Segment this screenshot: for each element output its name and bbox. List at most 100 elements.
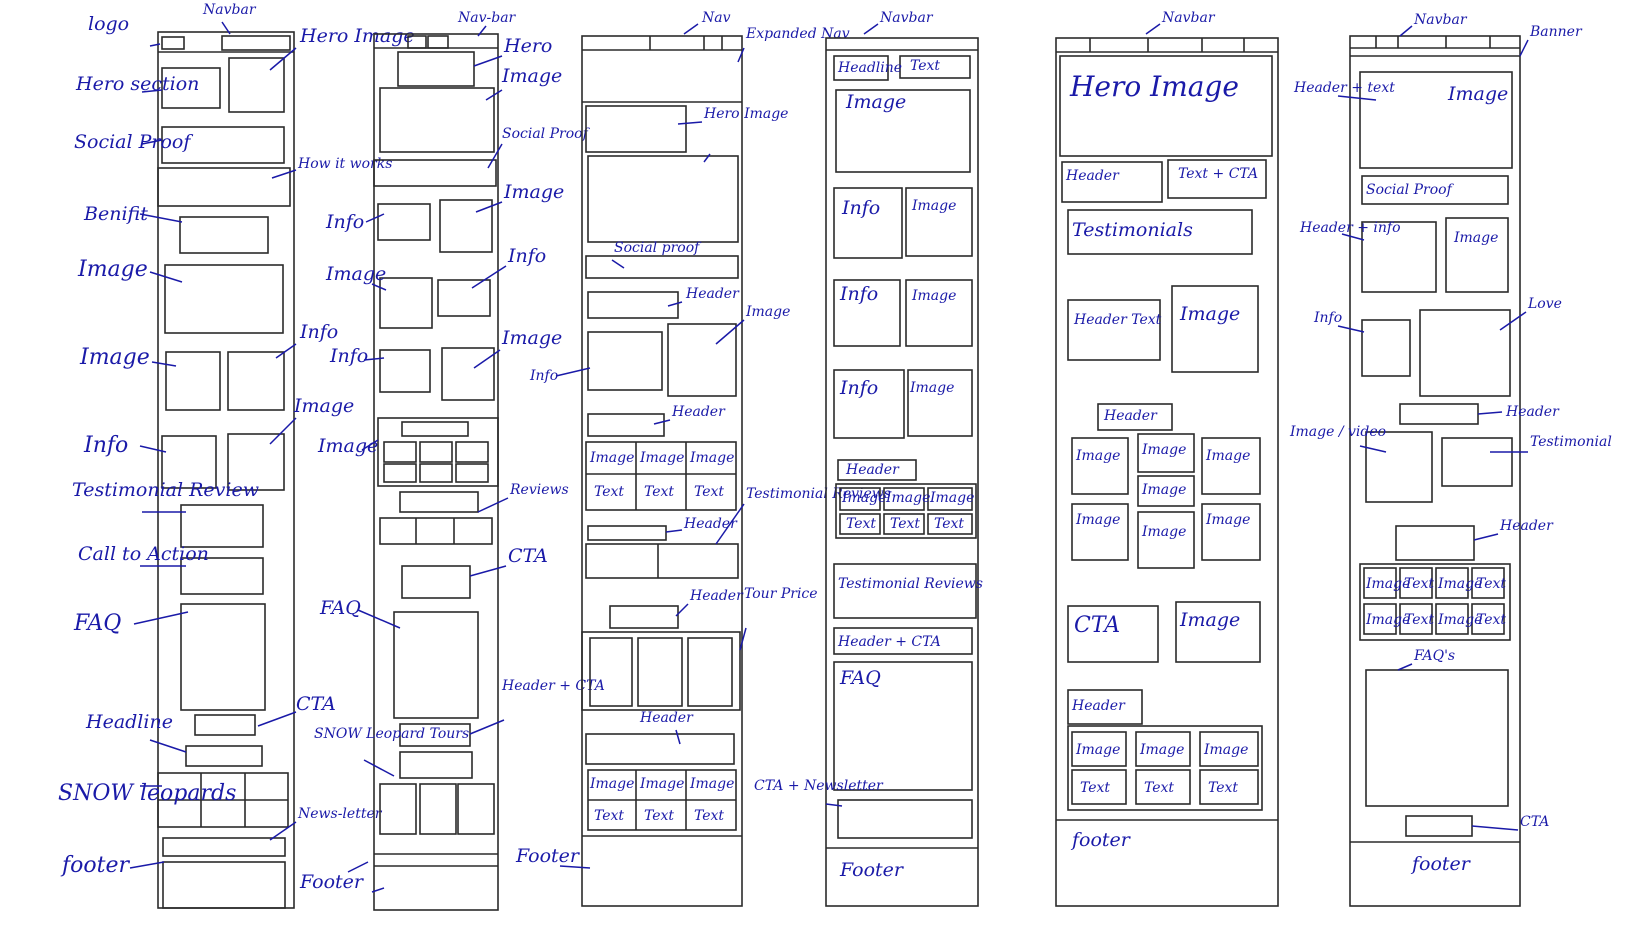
- w2-label-social-proof: Social Proof: [502, 126, 591, 142]
- w6-grid: [1359, 563, 1511, 641]
- wireframe-3: Nav Expanded Nav Hero Image Social proof…: [515, 10, 891, 907]
- w4-image-3: [907, 369, 973, 437]
- w5-gridb-image-2: Image: [1139, 742, 1184, 758]
- w5-grid-image-2: Image: [1141, 442, 1186, 458]
- w5-label-header-3: Header: [1071, 698, 1126, 714]
- w3-grid-image-3: Image: [689, 450, 734, 466]
- w1-image-2: [165, 351, 221, 411]
- w6-label-header-text: Header + text: [1293, 80, 1395, 96]
- w3-grid2-text-1: Text: [594, 808, 624, 824]
- w6-label-image-a: Image: [1453, 230, 1498, 246]
- w3-tour-2: [637, 637, 683, 707]
- w5-label-image: Image: [1179, 303, 1240, 325]
- w6-grid-text-1: Text: [1404, 576, 1434, 592]
- w4-label-headline: Headline: [837, 60, 902, 76]
- w3-grid-text-3: Text: [694, 484, 724, 500]
- w1-label-hero-section: Hero section: [75, 73, 199, 95]
- w4-frame: [825, 37, 979, 907]
- w1-label-how-it-works: How it works: [297, 156, 392, 172]
- w3-label-expanded-nav: Expanded Nav: [745, 26, 850, 42]
- w1-label-newsletter: News-letter: [297, 806, 383, 822]
- w3-label-testimonial: Testimonial Reviews: [746, 486, 891, 502]
- w2-label-hero: Hero: [503, 35, 552, 57]
- w5-grid-image-7: Image: [1205, 512, 1250, 528]
- w2-reviews-header: [399, 491, 479, 513]
- w6-grid-text-3: Text: [1404, 612, 1434, 628]
- w5-testimonials: [1067, 209, 1253, 255]
- w5-frame: [1055, 37, 1279, 907]
- w4-info-3: [833, 369, 905, 439]
- w4-label-image-hero: Image: [845, 91, 906, 113]
- w6-label-header-1: Header: [1505, 404, 1560, 420]
- w4-image-1: [905, 187, 973, 257]
- w1-label-testimonial: Testimonial Review: [72, 479, 259, 501]
- w4-header: [837, 459, 917, 481]
- w4-testimonial: [833, 563, 977, 619]
- w6-label-banner: Banner: [1529, 24, 1583, 40]
- w4-label-header: Header: [845, 462, 900, 478]
- w1-newsletter: [162, 837, 286, 857]
- w5-header-2: [1097, 403, 1173, 431]
- w2-social-proof: [373, 159, 497, 187]
- w6-label-header-info: Header + info: [1299, 220, 1401, 236]
- w6-header-1: [1399, 403, 1479, 425]
- w2-label-image-top: Image: [501, 65, 562, 87]
- w3-image-1: [667, 323, 737, 397]
- w1-label-navbar: Navbar: [202, 2, 257, 18]
- w1-label-cta: CTA: [296, 693, 336, 715]
- w5-grid-b: [1067, 725, 1263, 811]
- w4-grid-image-3: Image: [929, 490, 974, 506]
- w3-grid2-text-3: Text: [694, 808, 724, 824]
- w1-label-footer: footer: [60, 853, 130, 878]
- w5-label-header-2: Header: [1103, 408, 1158, 424]
- w5-grid-5: [1071, 503, 1129, 561]
- w4-grid-text-1: Text: [846, 516, 876, 532]
- w5-label-footer: footer: [1070, 829, 1132, 851]
- w3-label-social-proof: Social proof: [614, 240, 702, 256]
- w2-image-top: [379, 87, 495, 153]
- w2-image-b: [379, 277, 433, 329]
- w6-grid-image-1: Image: [1365, 576, 1410, 592]
- w6-image-a: [1445, 217, 1509, 293]
- w6-label-header-2: Header: [1499, 518, 1554, 534]
- w1-label-social-proof: Social Proof: [74, 131, 193, 153]
- w5-header-text: [1067, 299, 1161, 361]
- w5-label-header-text: Header Text: [1073, 312, 1162, 328]
- w1-label-info-2: Info: [83, 433, 128, 458]
- w3-grid2-image-3: Image: [689, 776, 734, 792]
- w4-label-info-3: Info: [839, 377, 878, 399]
- w6-label-info: Info: [1313, 310, 1342, 326]
- w5-gridb-image-3: Image: [1203, 742, 1248, 758]
- w4-header-cta: [833, 627, 973, 655]
- w4-label-image-2: Image: [911, 288, 956, 304]
- w6-grid-text-4: Text: [1476, 612, 1506, 628]
- w3-grid-image-1: Image: [589, 450, 634, 466]
- w1-info-1: [227, 351, 285, 411]
- w1-label-info-1: Info: [299, 321, 338, 343]
- w4-label-info-1: Info: [841, 197, 880, 219]
- wireframe-1: logo Navbar Hero Image Hero section Soci…: [58, 2, 415, 909]
- wireframe-4: Navbar Headline Text Image Info Image In…: [754, 10, 983, 907]
- w2-label-navbar: Nav-bar: [457, 10, 517, 26]
- w4-cta-newsletter: [837, 799, 973, 839]
- w2-label-image-a: Image: [503, 181, 564, 203]
- w6-love: [1419, 309, 1511, 397]
- w1-label-benefit: Benifit: [83, 203, 148, 225]
- w1-testimonial: [180, 504, 264, 548]
- w2-label-header-cta: Header + CTA: [501, 678, 605, 694]
- w2-info-c: [379, 349, 431, 393]
- w2-label-image-b: Image: [325, 263, 386, 285]
- w5-grid-image-6: Image: [1141, 524, 1186, 540]
- w4-grid-image-2: Image: [885, 490, 930, 506]
- w3-grid2-image-1: Image: [589, 776, 634, 792]
- w4-text: [899, 55, 971, 79]
- w2-reviews: [379, 517, 493, 545]
- w4-label-cta-newsletter: CTA + Newsletter: [754, 778, 884, 794]
- w1-hero-left: [161, 67, 221, 109]
- w1-call-to-action: [180, 557, 264, 595]
- w1-label-image-3: Image: [293, 395, 354, 417]
- w1-label-logo: logo: [88, 13, 129, 35]
- w3-tour-1: [589, 637, 633, 707]
- w3-grid2-text-2: Text: [644, 808, 674, 824]
- wireframe-6: Navbar Banner Header + text Image Social…: [1289, 12, 1612, 907]
